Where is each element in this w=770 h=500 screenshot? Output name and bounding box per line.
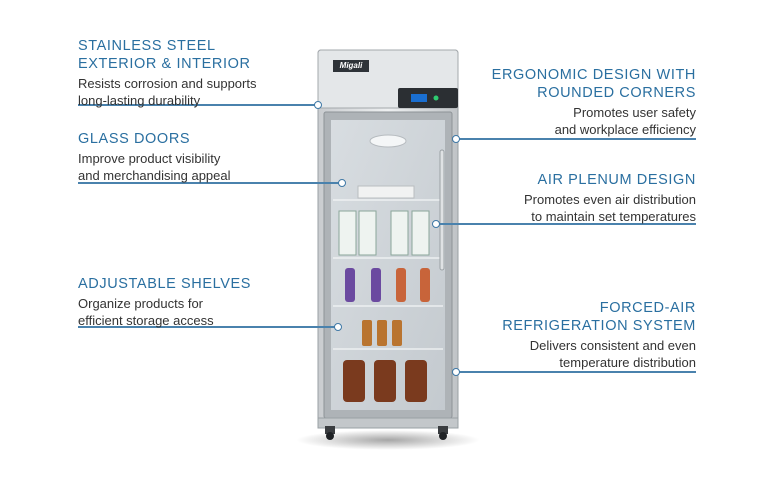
leader-line-stainless [78, 104, 316, 106]
callout-dot-stainless [314, 101, 322, 109]
callout-dot-forced [452, 368, 460, 376]
feature-description: Promotes user safety and workplace effic… [554, 105, 696, 137]
feature-ergonomic: ERGONOMIC DESIGN WITH ROUNDED CORNERS Pr… [466, 66, 696, 138]
leader-line-forced [457, 371, 696, 373]
feature-forced-air: FORCED-AIR REFRIGERATION SYSTEM Delivers… [466, 299, 696, 371]
feature-title: AIR PLENUM DESIGN [537, 172, 696, 188]
feature-glass: GLASS DOORS Improve product visibility a… [78, 130, 308, 184]
callout-dot-plenum [432, 220, 440, 228]
feature-description: Improve product visibility and merchandi… [78, 151, 231, 183]
leader-line-ergonomic [457, 138, 696, 140]
callout-dot-shelves [334, 323, 342, 331]
feature-title: ERGONOMIC DESIGN WITH ROUNDED CORNERS [491, 67, 696, 101]
callout-dot-glass [338, 179, 346, 187]
feature-title: GLASS DOORS [78, 131, 191, 147]
leader-line-plenum [437, 223, 696, 225]
feature-plenum: AIR PLENUM DESIGN Promotes even air dist… [466, 171, 696, 225]
callout-dot-ergonomic [452, 135, 460, 143]
feature-title: ADJUSTABLE SHELVES [78, 276, 252, 292]
feature-description: Promotes even air distribution to mainta… [524, 192, 696, 224]
leader-line-shelves [78, 326, 336, 328]
feature-description: Delivers consistent and even temperature… [529, 338, 696, 370]
feature-shelves: ADJUSTABLE SHELVES Organize products for… [78, 275, 308, 329]
feature-stainless: STAINLESS STEEL EXTERIOR & INTERIOR Resi… [78, 37, 308, 109]
feature-description: Resists corrosion and supports long-last… [78, 76, 257, 108]
feature-title: STAINLESS STEEL EXTERIOR & INTERIOR [78, 38, 251, 72]
leader-line-glass [78, 182, 340, 184]
brand-plate-text: Migali [339, 61, 363, 70]
feature-title: FORCED-AIR REFRIGERATION SYSTEM [502, 300, 696, 334]
feature-description: Organize products for efficient storage … [78, 296, 214, 328]
